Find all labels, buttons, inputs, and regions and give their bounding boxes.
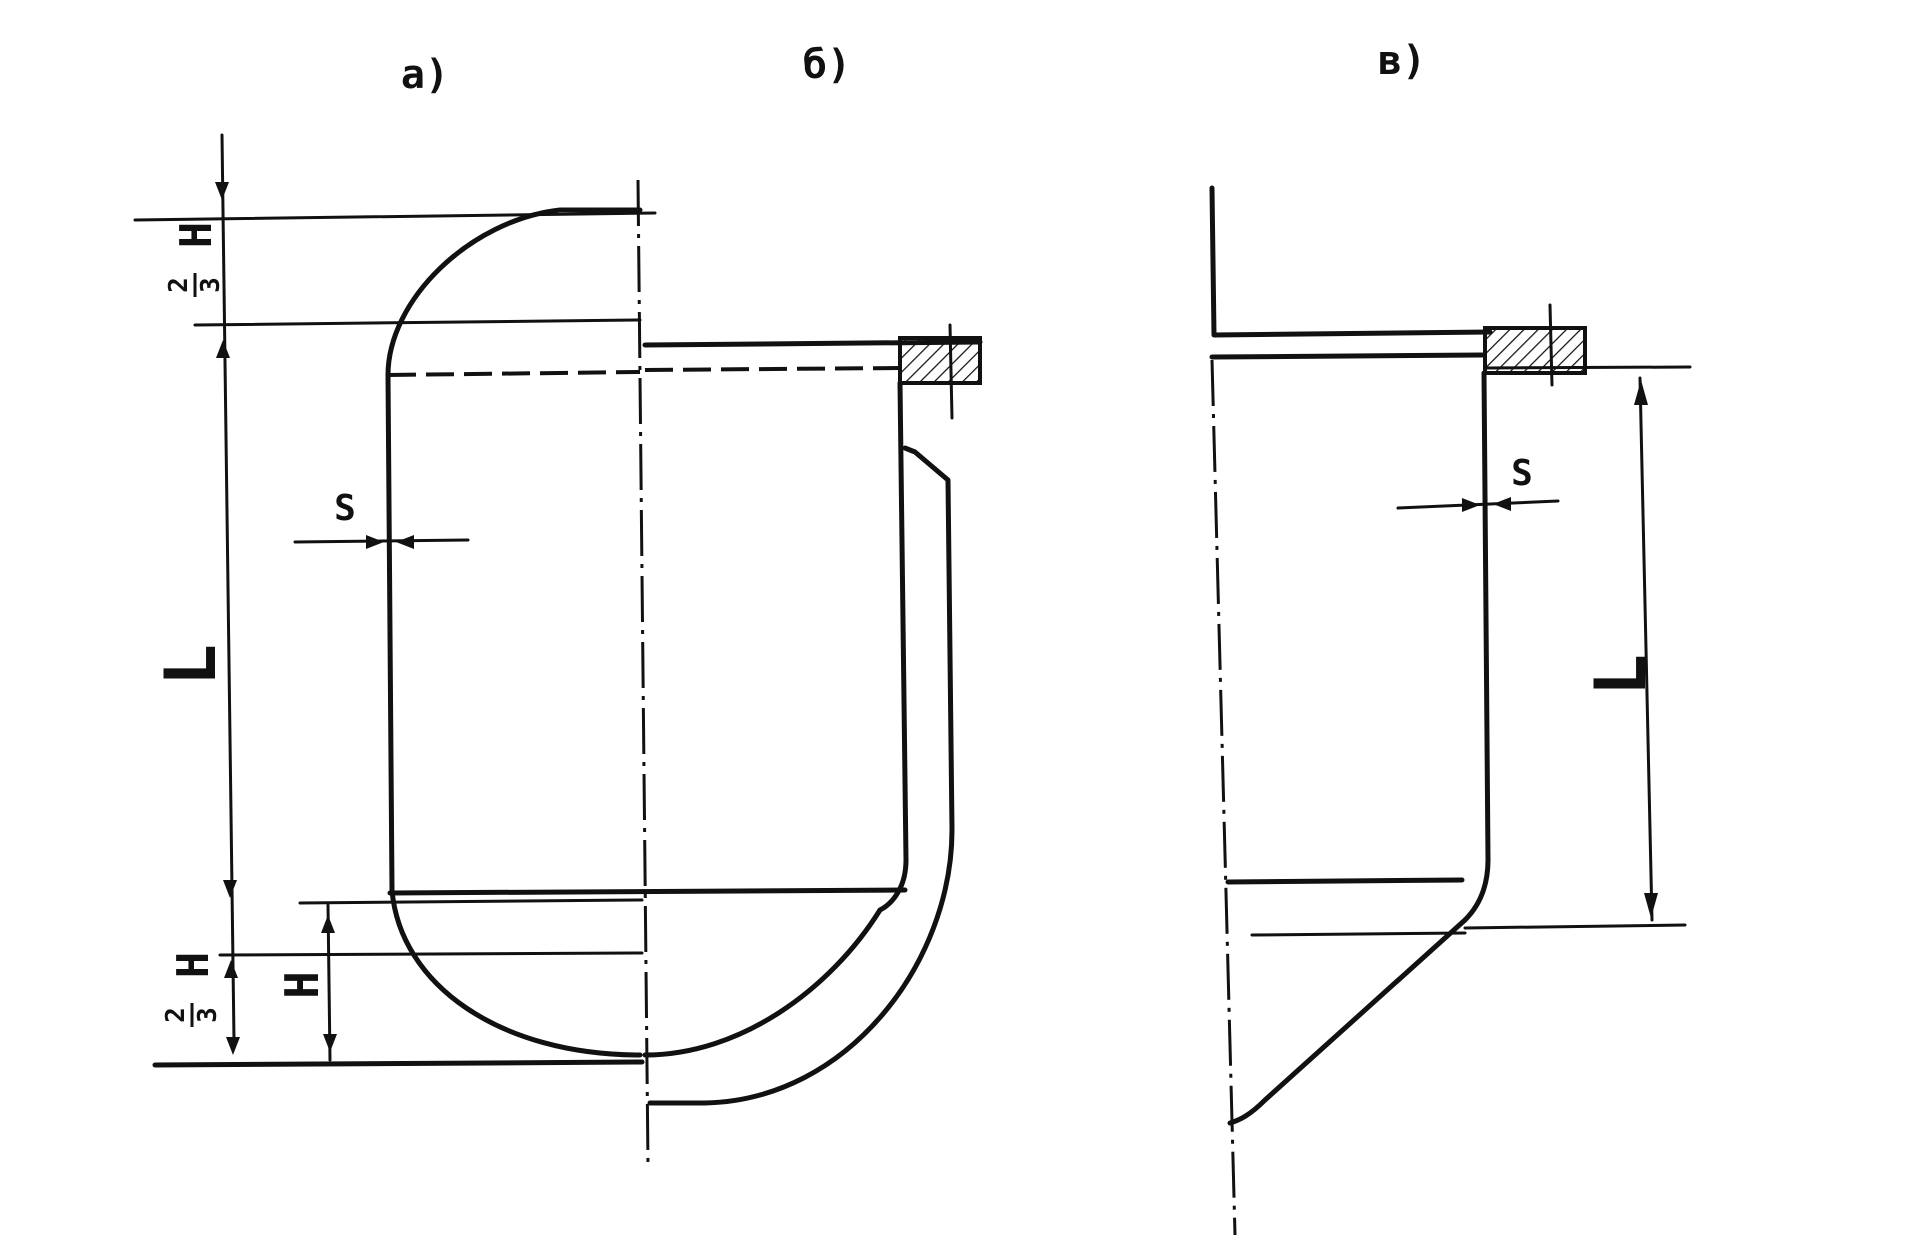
dimensions-a xyxy=(133,133,657,1068)
panel-label-b: б) xyxy=(803,42,851,88)
inner-bottom-head-b xyxy=(642,907,883,1058)
shell-wall-a xyxy=(385,372,395,893)
top-head-a xyxy=(385,207,643,378)
dim-line-left xyxy=(220,133,236,1042)
dim-label-S-c: S xyxy=(1511,453,1533,494)
arrow-bottom-head-up xyxy=(224,960,238,978)
bottom-head-symbol: H xyxy=(168,952,219,979)
arrow-H-up xyxy=(321,915,335,933)
center-axis-c xyxy=(1210,359,1237,1236)
bottom-head-a xyxy=(389,887,643,1058)
flange-section-b xyxy=(898,336,982,385)
ext-line-bottom xyxy=(152,1059,645,1068)
panel-label-c: в) xyxy=(1378,38,1426,84)
arrow-S-a-right xyxy=(396,535,414,549)
top-head-numerator: 2 xyxy=(164,277,194,293)
bottom-head-numerator: 2 xyxy=(161,1007,191,1023)
dim-label-bottom-head: 2 3 H xyxy=(161,952,223,1027)
flange-seam-c xyxy=(1209,352,1485,360)
arrow-bottom-head-down xyxy=(226,1037,240,1055)
vessel-b xyxy=(387,323,983,1106)
arrow-L-down xyxy=(223,880,237,898)
bottom-seam-line xyxy=(387,887,908,896)
center-axis-ab xyxy=(636,179,650,1166)
ext-line-top xyxy=(133,211,657,222)
top-head-symbol: H xyxy=(171,222,222,249)
cone-c xyxy=(1227,917,1468,1126)
jacket-b xyxy=(647,445,955,1106)
dim-line-L-c xyxy=(1638,376,1654,922)
ext-line-bottom-mid xyxy=(218,951,644,957)
inner-shell-b xyxy=(877,380,909,913)
dim-label-L-a: L xyxy=(150,644,232,686)
dimensions-c xyxy=(1396,365,1692,930)
ext-line-top-c xyxy=(1483,365,1692,370)
upper-stub-c xyxy=(1209,185,1493,338)
dim-line-S-a xyxy=(293,538,470,544)
bottom-head-denominator: 3 xyxy=(193,1007,223,1023)
dim-label-top-head: 2 3 H xyxy=(164,222,226,297)
panel-label-a: а) xyxy=(401,52,449,98)
arrow-S-c-right xyxy=(1493,497,1511,511)
flange-section-c xyxy=(1483,326,1587,375)
bolt-axis-b xyxy=(948,323,954,420)
cone-seam-c xyxy=(1225,877,1465,885)
arrow-S-a-left xyxy=(366,535,384,549)
cone-mid-line-c xyxy=(1250,931,1467,937)
arrow-top-head-down xyxy=(215,182,229,200)
arrow-L-c-down xyxy=(1644,893,1658,918)
shell-wall-c xyxy=(1462,370,1491,923)
bolt-axis-c xyxy=(1548,303,1554,387)
ext-line-bottom-c xyxy=(1463,923,1687,930)
arrow-L-up xyxy=(216,340,230,358)
vessel-c xyxy=(1209,185,1587,1236)
arrow-S-c-left xyxy=(1462,498,1480,512)
vessel-a xyxy=(385,207,643,1058)
arrow-L-c-up xyxy=(1634,380,1648,405)
arrow-H-down xyxy=(323,1034,337,1052)
ext-line-shell-bottom xyxy=(298,898,644,905)
top-seam-line xyxy=(387,370,641,377)
dim-label-H-full: H xyxy=(275,971,329,999)
flange-seam-b xyxy=(644,366,901,372)
dim-label-S-a: S xyxy=(334,488,356,529)
ext-line-head xyxy=(193,318,642,327)
top-head-denominator: 3 xyxy=(196,277,226,293)
dim-label-L-c: L xyxy=(1580,654,1662,696)
